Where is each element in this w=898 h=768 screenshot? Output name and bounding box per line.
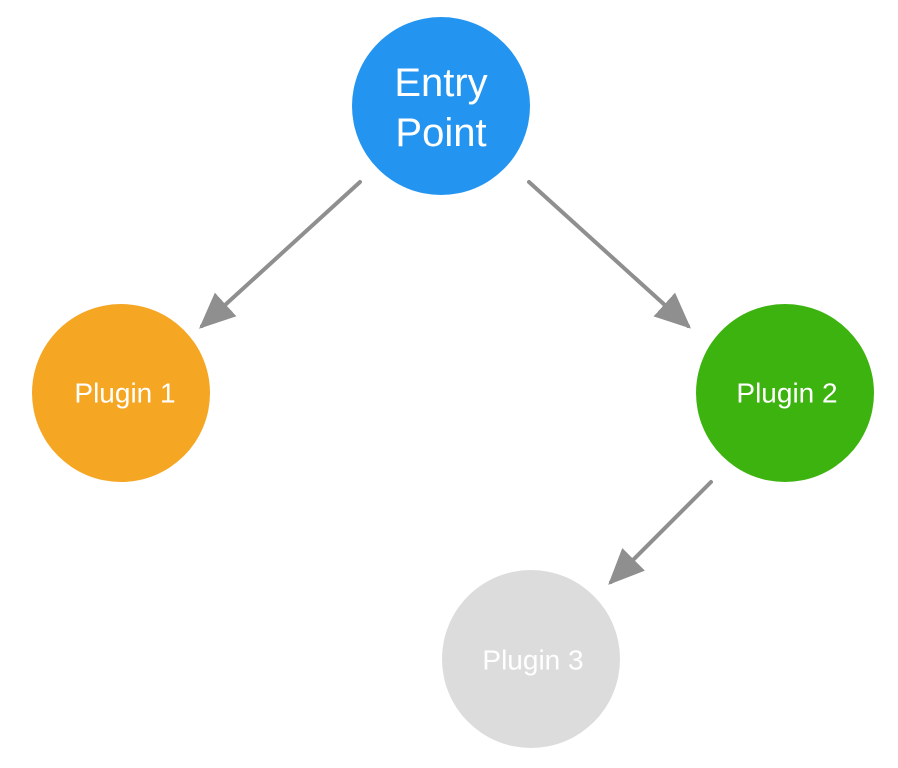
node-plugin-1-circle — [32, 304, 210, 482]
node-plugin-3: Plugin 3 — [442, 570, 620, 748]
edge-entry-to-plugin2 — [527, 180, 691, 329]
edge-plugin2-to-plugin3 — [608, 480, 713, 585]
node-plugin-2-label: Plugin 2 — [736, 378, 837, 409]
node-plugin-2: Plugin 2 — [696, 304, 874, 482]
node-entry-point: Entry Point — [352, 17, 530, 195]
node-plugin-1-label: Plugin 1 — [74, 378, 175, 409]
node-plugin-3-circle — [442, 570, 620, 748]
node-entry-point-label-line1: Entry — [394, 61, 487, 105]
node-entry-point-label-line2: Point — [395, 111, 486, 155]
node-plugin-3-label: Plugin 3 — [482, 645, 583, 676]
node-plugin-2-circle — [696, 304, 874, 482]
node-plugin-1: Plugin 1 — [32, 304, 210, 482]
node-entry-point-circle — [352, 17, 530, 195]
edge-entry-to-plugin1 — [199, 180, 362, 329]
